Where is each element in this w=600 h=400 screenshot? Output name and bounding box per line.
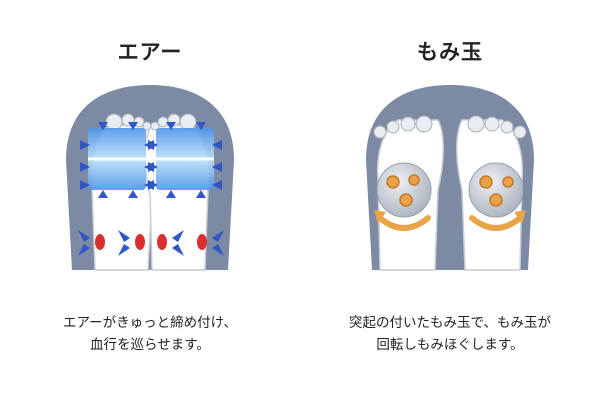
massage-ball-caption-line-1: 突起の付いたもみ玉で、もみ玉が [349, 315, 551, 331]
air-bags [88, 128, 214, 190]
air-panel: エアー [0, 40, 300, 356]
massage-ball-caption: 突起の付いたもみ玉で、もみ玉が 回転しもみほぐします。 [300, 312, 600, 356]
air-massage-illustration [66, 85, 234, 271]
air-caption-line-2: 血行を巡らせます。 [90, 337, 210, 353]
rotation-arrowheads [374, 210, 526, 224]
rotation-arrows [377, 215, 523, 231]
massage-ball-panel: もみ玉 [300, 0, 600, 400]
massage-ball-caption-line-2: 回転しもみほぐします。 [376, 337, 524, 353]
air-title: エアー [117, 40, 183, 64]
ankle-arrows [78, 230, 224, 256]
massage-ball-illustration [366, 85, 534, 271]
right-massage-ball [468, 162, 524, 218]
air-caption: エアーがきゅっと締め付け、 血行を巡らせます。 [0, 312, 300, 356]
air-caption-line-1: エアーがきゅっと締め付け、 [62, 315, 237, 331]
air-pressure-arrows [80, 122, 222, 198]
massage-ball-title: もみ玉 [417, 40, 483, 64]
left-massage-ball [376, 162, 432, 218]
ankle-compression [95, 234, 207, 250]
